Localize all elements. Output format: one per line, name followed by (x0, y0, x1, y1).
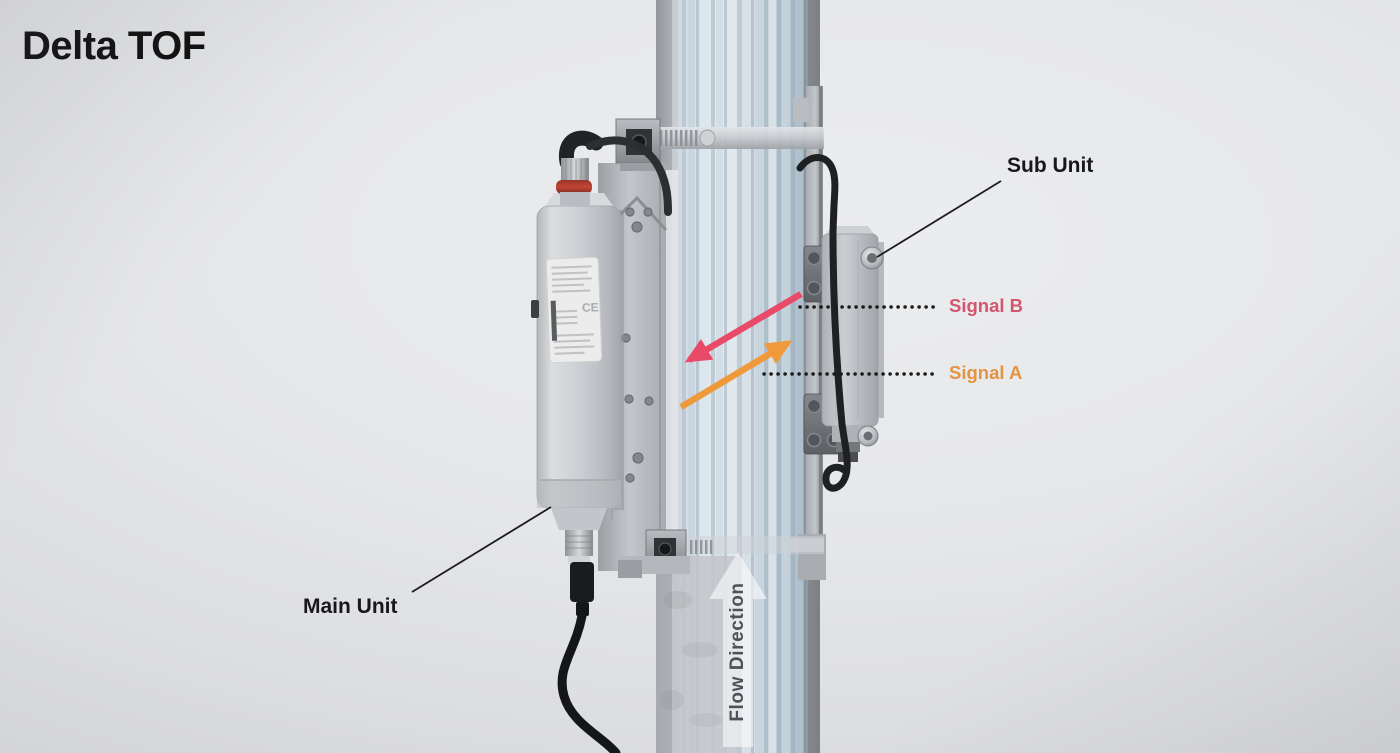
main-unit-device: CE (531, 130, 672, 753)
signal-a-label: Signal A (949, 362, 1023, 383)
signal-a-arrow-icon (679, 340, 793, 410)
sensor-cable-top (586, 136, 672, 216)
main-unit-leader-line (411, 506, 552, 593)
annotations (411, 180, 1002, 593)
signal-b-label: Signal B (949, 295, 1024, 316)
page-title: Delta TOF (22, 24, 206, 68)
sub-unit-device (796, 154, 884, 492)
ce-mark: CE (582, 300, 599, 315)
main-unit-label: Main Unit (303, 595, 398, 618)
sub-unit-cable (796, 154, 851, 492)
certification-plate: CE (545, 256, 603, 364)
main-unit-top-connector (556, 130, 604, 206)
red-seal-ring (556, 180, 592, 194)
signal-b-arrow-icon (684, 291, 803, 363)
side-port (531, 300, 539, 318)
power-cable (557, 611, 621, 753)
sub-unit-label: Sub Unit (1007, 154, 1094, 177)
flow-direction-arrow (709, 552, 767, 747)
sub-unit-leader-line (876, 180, 1002, 258)
main-unit-bottom-connector (551, 508, 607, 616)
flow-direction-label: Flow Direction (727, 582, 748, 722)
hose-clamp-bottom (618, 529, 824, 578)
